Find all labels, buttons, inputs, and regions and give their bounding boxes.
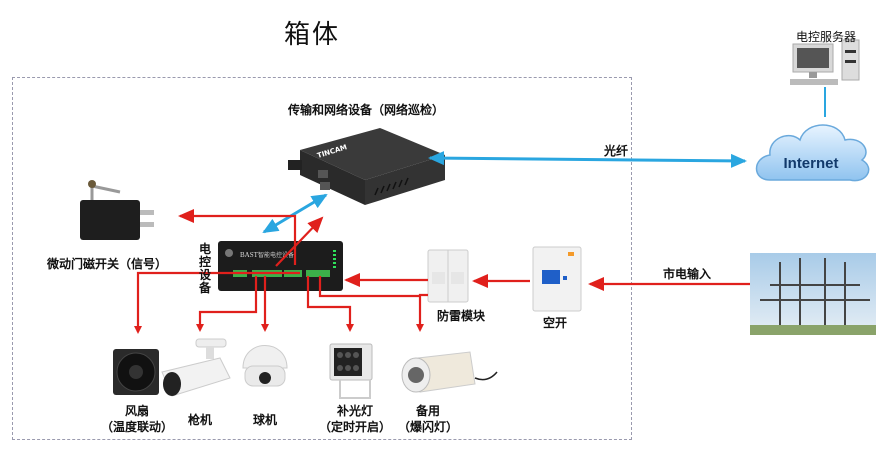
page-title: 箱体	[284, 20, 341, 50]
control-device-brand: BAST	[240, 251, 259, 259]
control-device-label: 电 控 设 备	[198, 242, 211, 295]
control-to-spare-wire	[318, 276, 420, 298]
internet-cloud: Internet	[755, 124, 870, 182]
strobe-lamp-image	[401, 351, 498, 393]
fiber-label: 光纤	[604, 144, 629, 158]
server-label: 电控服务器	[796, 30, 857, 44]
device-label-fan: 风扇 （温度联动）	[100, 404, 173, 434]
control-to-network-wire	[275, 216, 324, 267]
cabinet-boundary	[12, 77, 632, 440]
surge-to-spare-wire	[416, 293, 428, 332]
bullet-camera-image	[161, 338, 231, 397]
internet-label: Internet	[783, 155, 838, 172]
breaker-image	[532, 246, 582, 312]
breaker-label: 空开	[543, 316, 568, 330]
control-to-door-switch-wire	[178, 209, 297, 265]
fill-light-image	[329, 343, 373, 399]
mains-label: 市电输入	[663, 267, 712, 281]
network-control-link	[262, 193, 328, 234]
control-to-fill-light-wire	[306, 276, 354, 332]
device-label-bullet-camera: 枪机	[187, 413, 212, 427]
control-to-bullet-camera-wire	[196, 276, 258, 332]
fan-image	[113, 349, 159, 395]
dome-camera-image	[242, 345, 288, 387]
device-label-strobe-lamp: 备用 （爆闪灯）	[398, 404, 459, 434]
control-to-fan-wire	[134, 271, 300, 334]
surge-label: 防雷模块	[437, 309, 486, 323]
door-switch-image	[80, 180, 154, 240]
network-device-image: TINCAM	[288, 128, 445, 205]
network-device-label: 传输和网络设备（网络巡检）	[288, 103, 445, 117]
device-label-dome-camera: 球机	[252, 413, 277, 427]
control-device-name: 智能电控设备	[258, 251, 294, 259]
surge-module-image	[427, 249, 469, 303]
door-switch-label: 微动门磁开关（信号）	[47, 257, 168, 271]
substation-image	[750, 253, 876, 335]
server-image	[790, 39, 860, 85]
fiber-link	[428, 151, 747, 168]
control-device-image: BAST 智能电控设备	[218, 241, 343, 291]
device-label-fill-light: 补光灯 （定时开启）	[318, 404, 391, 434]
